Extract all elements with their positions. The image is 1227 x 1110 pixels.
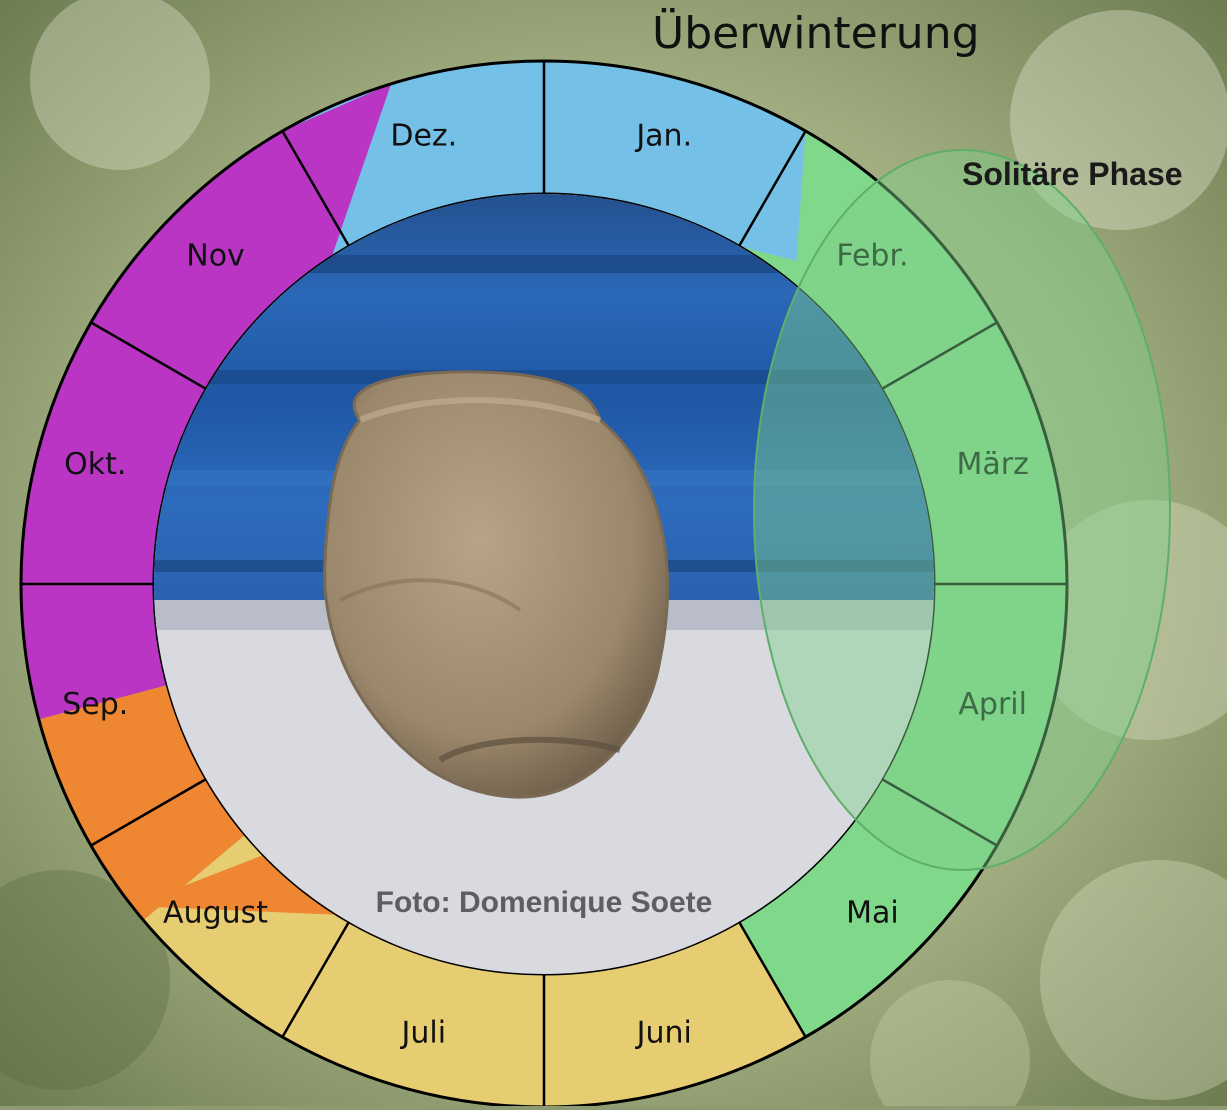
- month-label-august: August: [163, 895, 268, 930]
- month-label-maerz: März: [956, 447, 1028, 482]
- month-label-mai: Mai: [846, 895, 899, 930]
- photo-credit: Foto: Domenique Soete: [376, 886, 713, 919]
- solitary-phase-highlight: [754, 150, 1170, 870]
- overwintering-title: Überwinterung: [652, 8, 980, 59]
- month-label-juni: Juni: [635, 1016, 692, 1051]
- month-label-okt: Okt.: [64, 447, 126, 482]
- month-label-dez: Dez.: [390, 118, 457, 153]
- month-label-jan: Jan.: [634, 118, 692, 153]
- month-label-juli: Juli: [400, 1016, 447, 1051]
- month-label-april: April: [958, 687, 1027, 722]
- solitary-phase-title: Solitäre Phase: [962, 156, 1183, 193]
- month-label-nov: Nov: [186, 239, 245, 274]
- month-label-sep: Sep.: [62, 687, 128, 722]
- month-label-febr: Febr.: [836, 239, 908, 274]
